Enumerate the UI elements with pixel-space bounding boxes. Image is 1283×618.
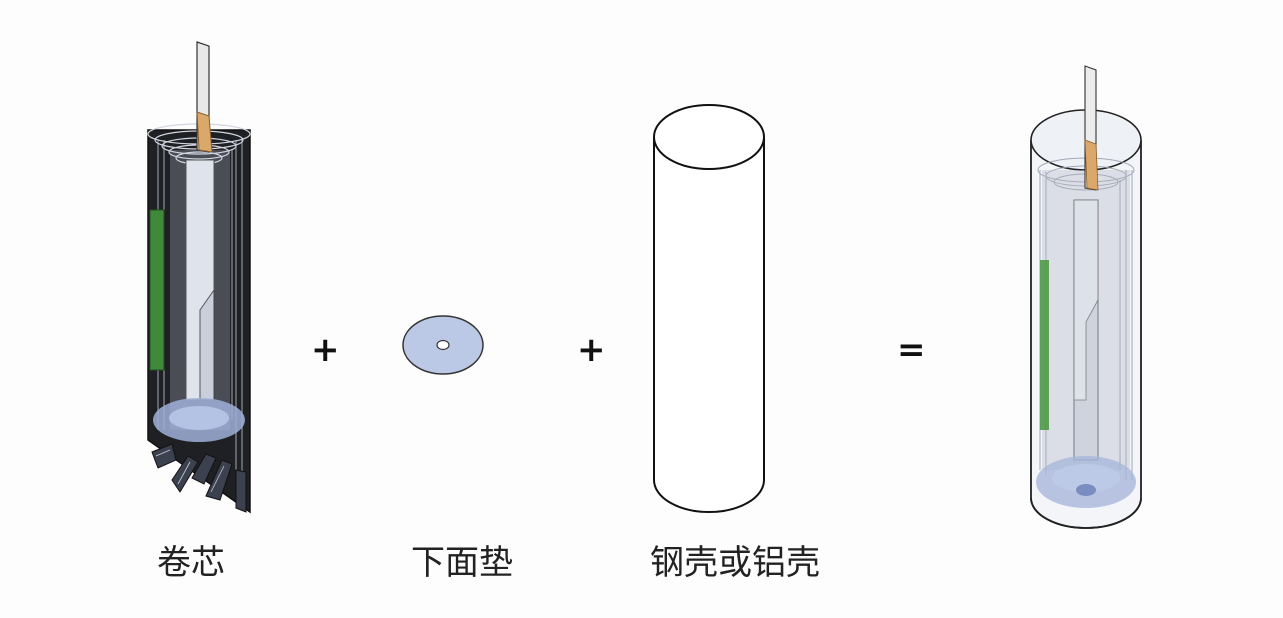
case-illustration xyxy=(653,104,765,513)
jelly-roll-label: 卷芯 xyxy=(157,543,225,583)
plus-sign-2: + xyxy=(577,330,606,370)
jelly-roll-illustration xyxy=(147,41,251,514)
plus-sign-1: + xyxy=(311,330,340,370)
case-label: 钢壳或铝壳 xyxy=(650,543,820,583)
assembled-cell-illustration xyxy=(1030,65,1142,529)
bottom-pad-illustration xyxy=(402,315,484,375)
bottom-pad-label: 下面垫 xyxy=(411,543,513,583)
equals-sign: = xyxy=(897,330,926,370)
